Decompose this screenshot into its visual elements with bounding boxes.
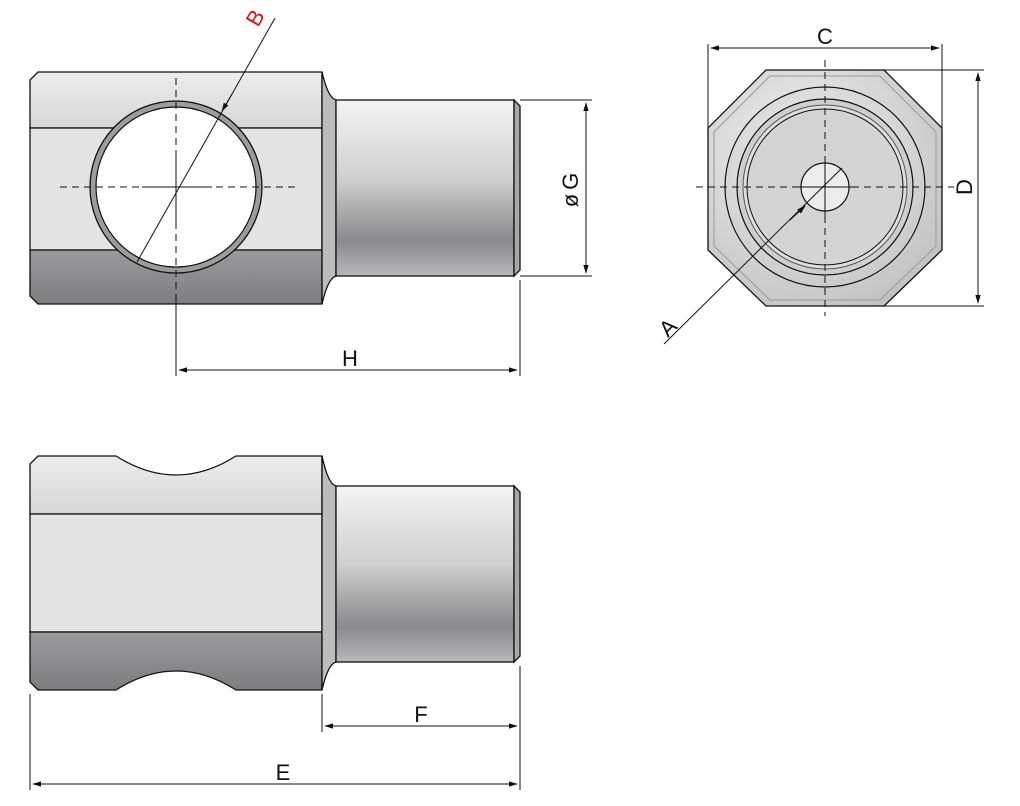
- front-shaft-chamfer: [513, 98, 521, 278]
- front-shaft: [335, 99, 515, 277]
- label-F: F: [414, 702, 427, 727]
- label-B: B: [241, 5, 270, 30]
- svg-text:øG: øG: [558, 173, 583, 208]
- label-E: E: [276, 760, 291, 785]
- leader-B-arrow: [221, 93, 233, 112]
- label-H: H: [342, 346, 358, 371]
- front-view: B øG H: [29, 5, 592, 376]
- label-G-letter: G: [558, 173, 583, 190]
- diameter-symbol: ø: [558, 194, 583, 207]
- label-A: A: [654, 313, 682, 341]
- side-neck-fillet: [321, 455, 337, 691]
- label-C: C: [817, 24, 833, 49]
- side-shaft-chamfer: [513, 484, 521, 664]
- end-view: A C D: [654, 24, 984, 345]
- end-octagon-inner: [713, 75, 937, 301]
- side-body-top-face: [29, 455, 323, 515]
- leader-B: [136, 17, 276, 263]
- side-body-middle-face: [29, 513, 323, 633]
- label-G: øG: [558, 173, 583, 208]
- leader-A-arrow: [789, 205, 806, 221]
- side-view: F E: [29, 455, 521, 790]
- label-D: D: [952, 179, 977, 195]
- side-body-bottom-face: [29, 631, 323, 691]
- side-shaft: [335, 485, 515, 663]
- leader-A: [663, 167, 843, 345]
- front-neck-fillet: [321, 71, 337, 305]
